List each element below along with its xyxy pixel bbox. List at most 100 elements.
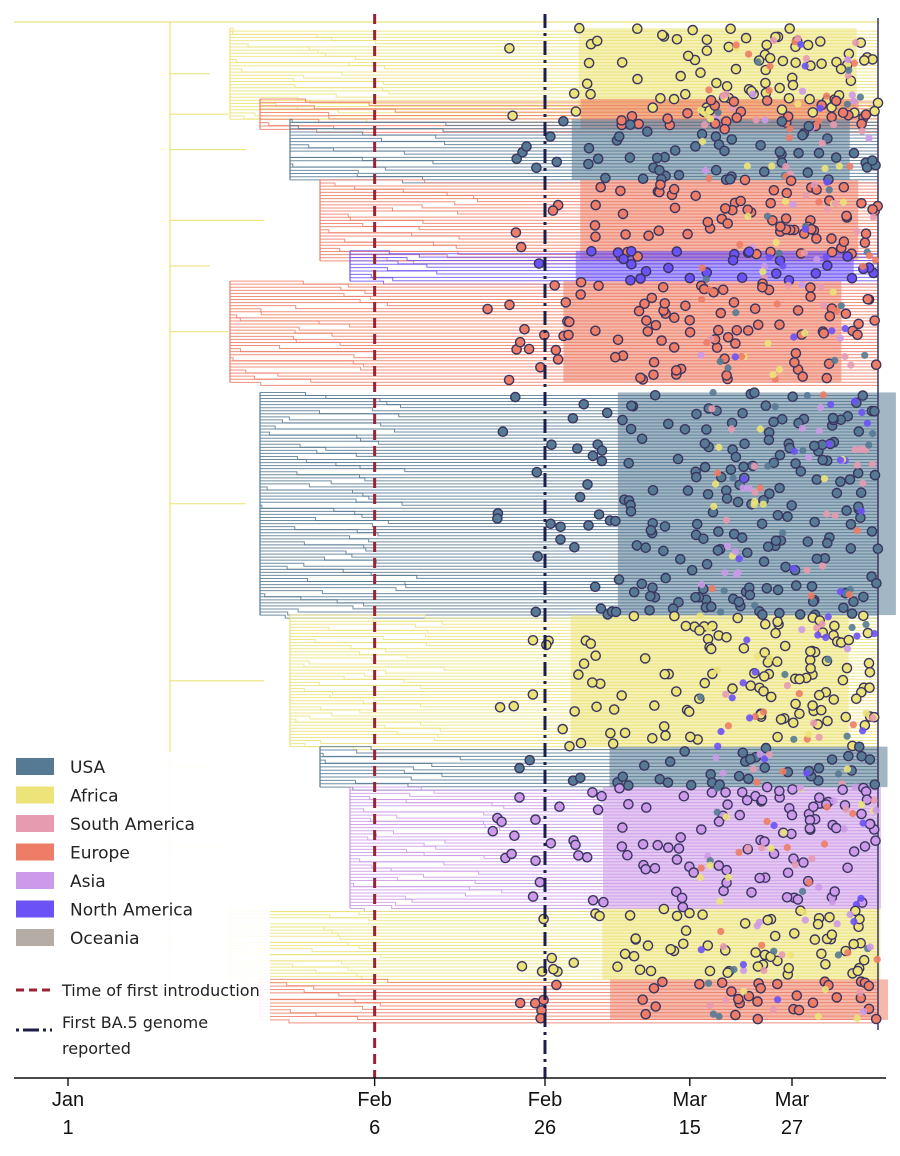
tip-dot: [765, 691, 777, 703]
tip-dot-mixed: [765, 253, 773, 261]
tip-dot-mixed: [722, 90, 730, 98]
tip-dot: [721, 864, 733, 876]
tip-dot-mixed: [759, 500, 767, 508]
tip-dot-mixed: [756, 750, 764, 758]
branch: [260, 577, 878, 582]
tip-dot-mixed: [754, 58, 762, 66]
tip-dot: [827, 412, 839, 424]
tip-dot: [533, 258, 545, 269]
tip-dot: [699, 461, 711, 473]
tip-dot-mixed: [771, 403, 779, 411]
tip-dot-mixed: [761, 755, 769, 763]
tip-dot: [783, 962, 795, 974]
tip-dot: [691, 518, 703, 530]
tip-dot: [680, 925, 692, 937]
tip-dot: [626, 400, 637, 412]
tip-dot-mixed: [814, 117, 822, 125]
tip-dot: [675, 553, 686, 565]
tip-dot: [690, 592, 701, 603]
tip-dot: [713, 324, 724, 336]
tip-dot: [787, 784, 798, 795]
tip-dot-mixed: [872, 806, 880, 815]
tip-dot: [752, 1013, 764, 1025]
tip-dot: [671, 686, 682, 697]
branch: [260, 611, 878, 616]
tip-dot: [737, 747, 749, 759]
tip-dot-mixed: [819, 391, 828, 399]
tip-dot: [545, 131, 556, 142]
tip-dot: [590, 325, 601, 337]
tip-dot: [864, 818, 876, 830]
branch: [260, 535, 878, 540]
tip-dot-mixed: [786, 125, 794, 133]
tip-dot: [805, 291, 816, 302]
tip-dot-mixed: [740, 966, 748, 975]
tip-dot: [640, 864, 652, 875]
tip-dot: [633, 118, 645, 130]
branch: [260, 462, 878, 467]
tip-dot: [789, 357, 800, 368]
tip-dot: [618, 253, 629, 265]
tip-dot-mixed: [869, 213, 878, 221]
tip-dot-mixed: [819, 562, 827, 570]
tip-dot: [775, 221, 786, 232]
tip-dot: [730, 451, 742, 463]
tip-dot-mixed: [790, 735, 798, 743]
tip-dot-mixed: [813, 256, 821, 264]
tip-dot-mixed: [729, 474, 737, 482]
branch: [260, 486, 878, 491]
tip-dot: [643, 230, 654, 241]
tip-dot: [752, 319, 764, 331]
tip-dot: [699, 438, 711, 449]
tip-dot: [722, 331, 734, 343]
tip-dot-mixed: [780, 829, 788, 837]
tip-dot: [770, 627, 781, 639]
tip-dot-mixed: [698, 137, 707, 146]
tip-dot: [859, 841, 871, 852]
tip-dot: [508, 700, 520, 712]
tip-dot-mixed: [732, 41, 740, 49]
tip-dot: [515, 241, 527, 253]
tip-dot: [722, 967, 734, 979]
tip-dot: [530, 606, 542, 618]
tip-dot: [590, 650, 602, 662]
tip-dot: [682, 108, 693, 119]
tip-dot: [587, 450, 599, 462]
tip-dot-mixed: [717, 608, 725, 616]
tip-dot: [774, 785, 785, 797]
tip-dot: [624, 119, 636, 130]
branch: [230, 59, 878, 64]
tip-dot-mixed: [710, 502, 718, 510]
tip-dot: [507, 110, 518, 122]
tip-dot: [838, 602, 849, 614]
tip-dot: [622, 849, 633, 861]
tip-dot-mixed: [713, 808, 721, 816]
tip-dot-mixed: [823, 178, 831, 186]
tip-dot-mixed: [843, 100, 852, 108]
tip-dot: [546, 439, 557, 451]
tip-dot: [649, 863, 661, 874]
tip-dot: [811, 553, 823, 565]
tip-dot: [853, 318, 864, 330]
tip-dot-mixed: [835, 162, 843, 170]
tip-dot: [805, 282, 816, 293]
tip-dot: [596, 790, 607, 802]
tip-dot-mixed: [750, 462, 759, 470]
tip-dot: [790, 580, 802, 591]
branch: [230, 369, 878, 374]
tip-dot: [669, 202, 681, 214]
tip-dot: [632, 23, 643, 35]
tip-dot-mixed: [846, 910, 854, 919]
branch: [260, 596, 878, 601]
tip-dot: [550, 344, 562, 356]
tip-dot-mixed: [753, 922, 761, 930]
tip-dot: [728, 297, 740, 308]
branch: [260, 556, 878, 561]
tip-dot: [545, 518, 556, 530]
tip-dot: [564, 741, 575, 752]
tip-dot: [716, 977, 728, 989]
tip-dot: [842, 862, 853, 874]
tip-dot: [581, 78, 593, 90]
tip-dot-mixed: [763, 817, 771, 826]
tip-dot: [652, 839, 664, 851]
